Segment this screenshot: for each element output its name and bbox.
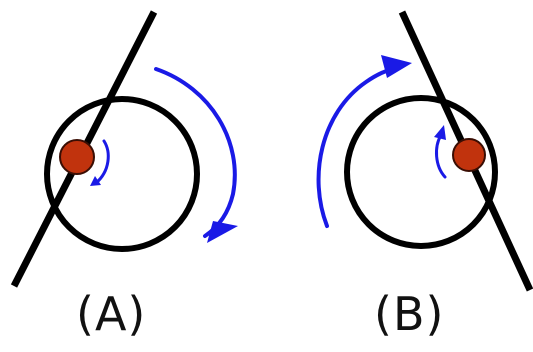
panel-b-ring (344, 95, 498, 249)
panel-b-outer-arrowhead-icon (381, 55, 412, 78)
panel-a-inner-arrowhead-icon (90, 176, 101, 186)
panel-b-outer-arrow-icon (316, 66, 398, 228)
panel-a-inner-arrow-icon (94, 139, 110, 185)
panel-a-label: (A) (76, 287, 147, 341)
panel-b (316, 10, 533, 292)
panel-a-outer-arrowhead-icon (207, 221, 238, 243)
panel-b-inner-arrow-icon (435, 133, 447, 179)
panel-b-inner-arrowhead-icon (434, 125, 446, 140)
panel-b-label: (B) (374, 287, 445, 341)
panel-a (10, 10, 238, 288)
panel-a-red-dot (59, 139, 95, 175)
panel-a-ring (44, 96, 200, 252)
panel-b-red-dot (452, 138, 486, 172)
